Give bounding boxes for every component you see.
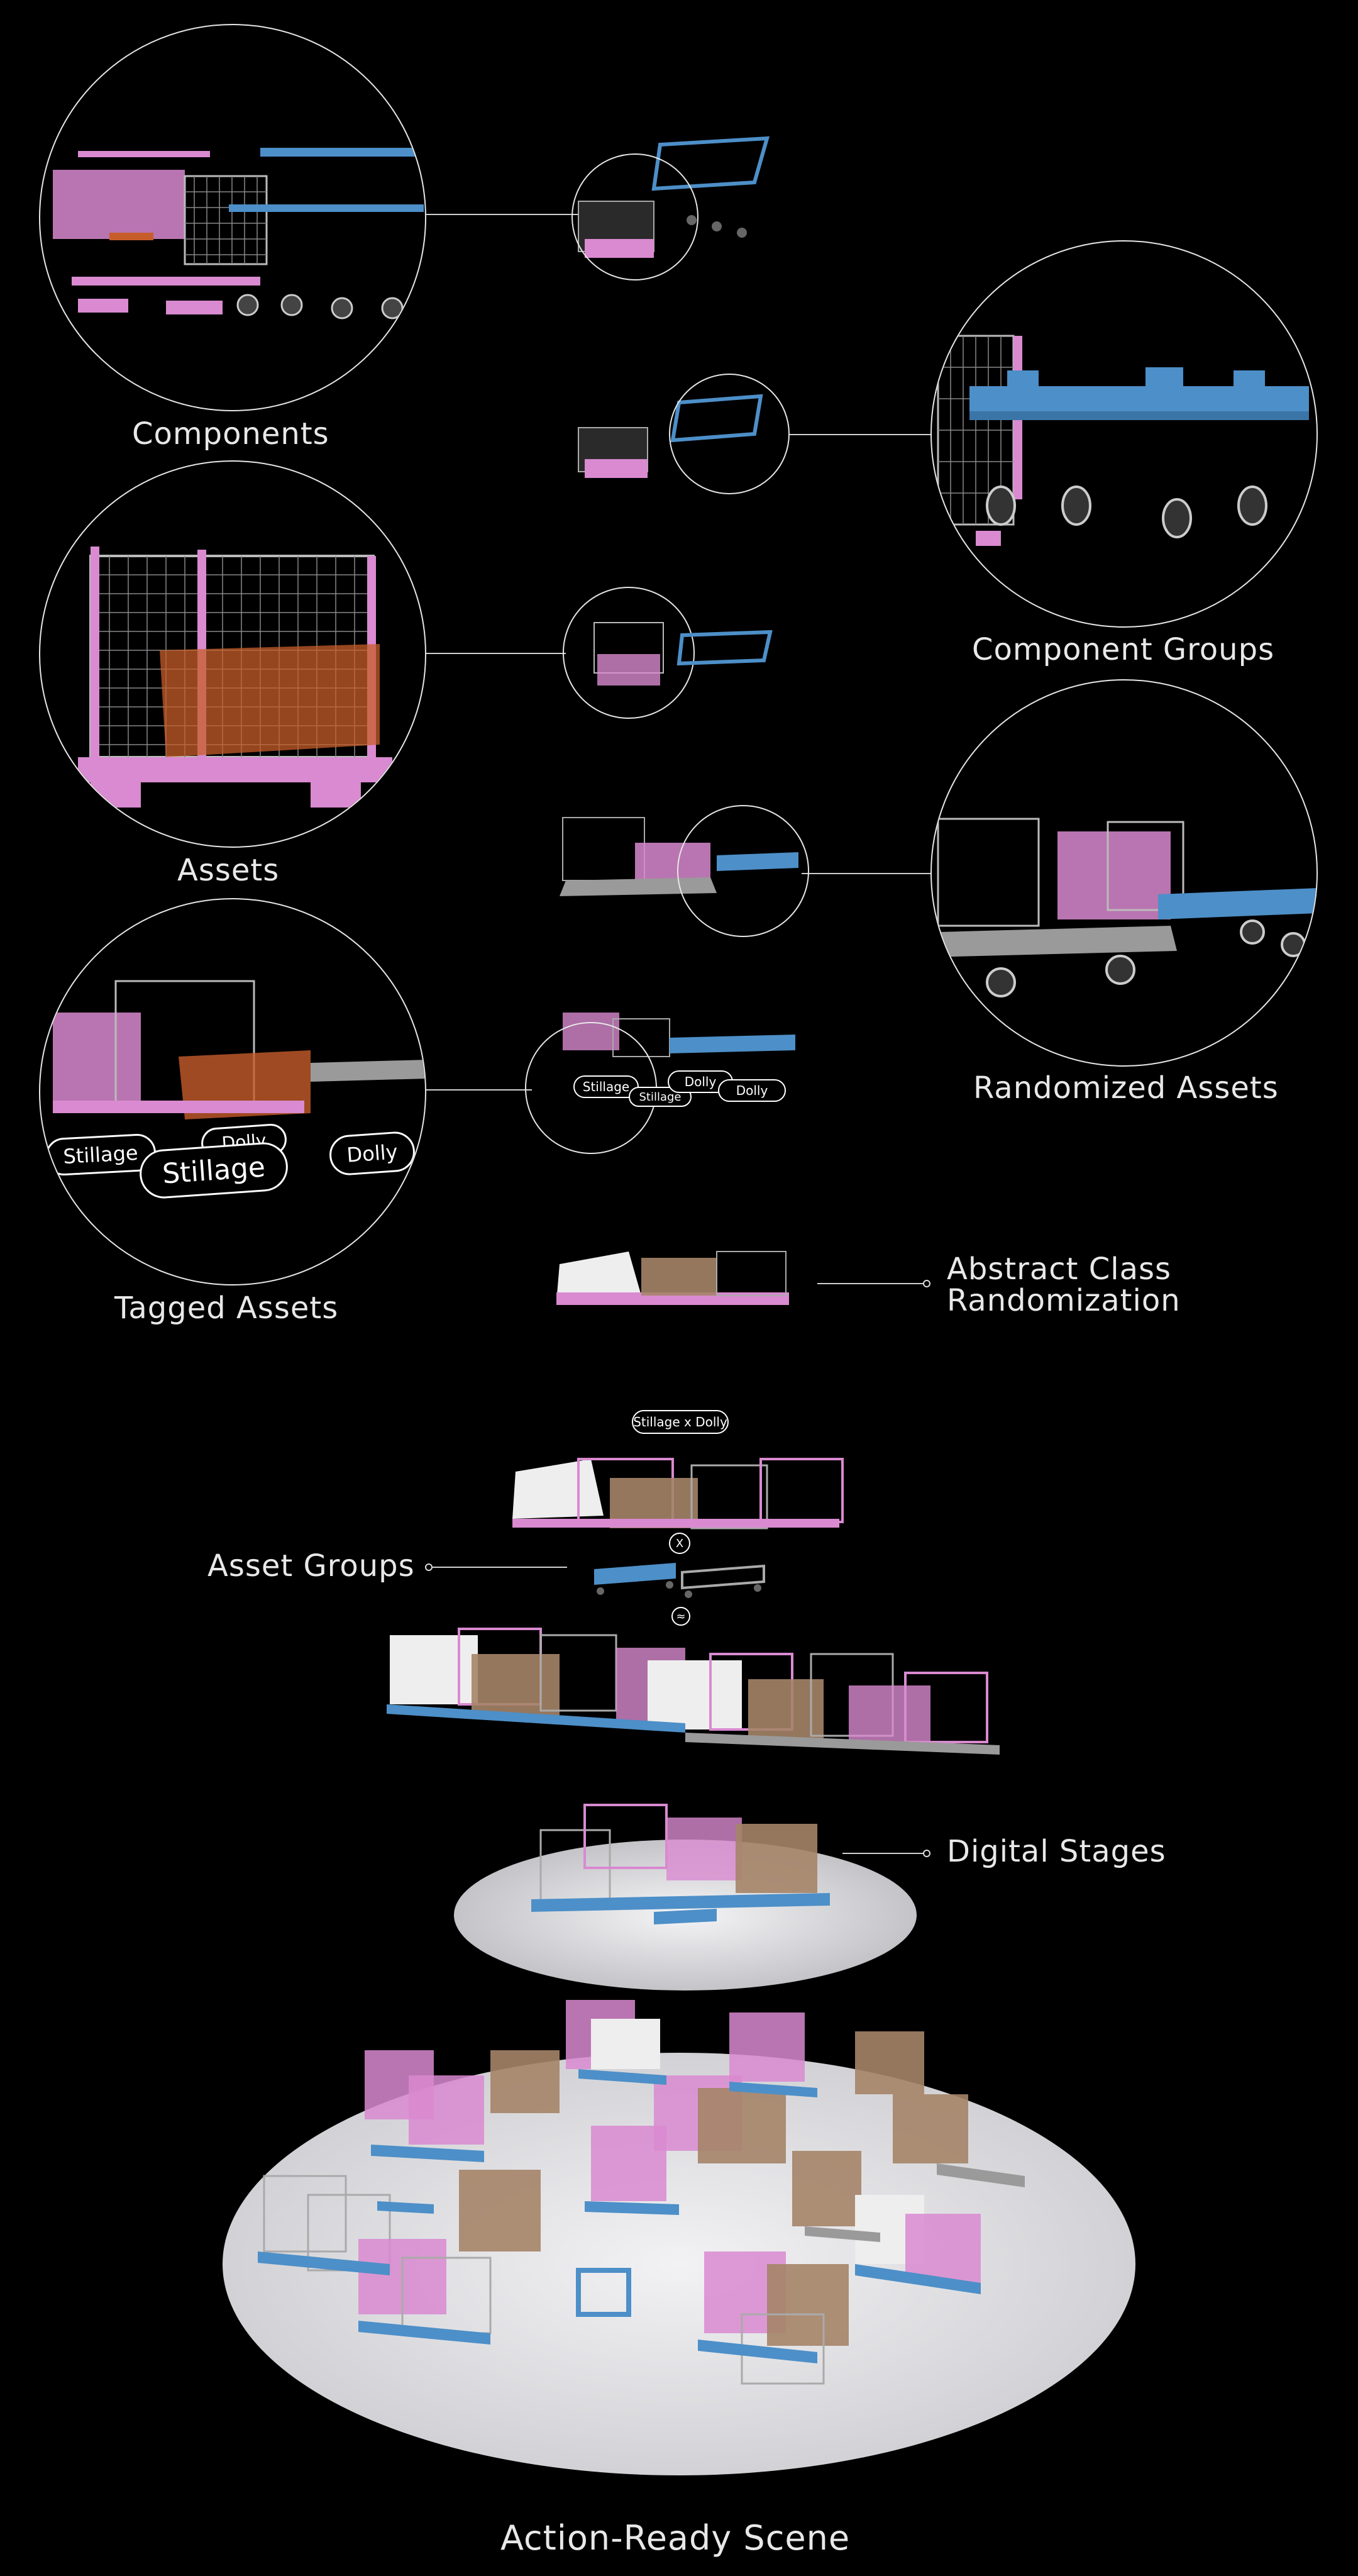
cross-symbol: X [669, 1533, 690, 1554]
randomized-assets-illustration [932, 818, 1317, 997]
component-groups-connector [789, 434, 930, 435]
tagged-assets-illustration [53, 980, 425, 1119]
tagged-assets-zoom-circle: Stillage Dolly Stillage Dolly [39, 898, 426, 1285]
dolly-mini-tag-2: Dolly [718, 1079, 786, 1102]
combined-asset-groups [387, 1628, 1000, 1755]
scene-grey-dollies [805, 2163, 1025, 2242]
stillage-tag-large: Stillage [138, 1140, 290, 1201]
action-ready-scene-label: Action-Ready Scene [500, 2518, 851, 2558]
exploded-components-thumbnail [571, 136, 770, 280]
components-zoom-circle [39, 24, 426, 411]
stillage-mini-tag-2: Stillage [629, 1087, 692, 1107]
stillage-group-row [512, 1458, 844, 1530]
assets-label: Assets [177, 853, 280, 888]
assets-zoom-circle [39, 460, 426, 848]
dolly-tag: Dolly [328, 1130, 417, 1177]
randomized-assets-connector [802, 873, 930, 874]
component-groups-label: Component Groups [972, 632, 1275, 667]
approx-symbol: ≈ [671, 1607, 690, 1626]
randomized-assets-zoom-circle [930, 679, 1318, 1067]
component-groups-zoom-circle [930, 240, 1318, 628]
scene-dollies [258, 2069, 981, 2363]
digital-stages-label: Digital Stages [947, 1834, 1166, 1869]
asset-groups-connector [433, 1567, 567, 1568]
scene-stillages [263, 2000, 981, 2385]
tagged-assets-connector [426, 1089, 532, 1091]
assets-thumbnail [563, 587, 773, 719]
abstract-class-connector-dot [923, 1280, 930, 1287]
asset-groups-connector-dot [425, 1563, 433, 1571]
stillage-asset-illustration [78, 547, 392, 808]
component-groups-thumbnail [578, 374, 790, 494]
digital-stages-connector [842, 1853, 928, 1854]
abstract-class-thumbnail [556, 1251, 789, 1305]
components-label: Components [132, 416, 329, 452]
abstract-class-label-line1: Abstract Class [947, 1252, 1172, 1287]
digital-stages-connector-dot [923, 1850, 930, 1857]
components-connector [426, 214, 615, 215]
stillage-mini-tag: Stillage [573, 1075, 639, 1098]
randomized-assets-thumbnail [560, 805, 809, 937]
dolly-frame-illustration [937, 335, 1309, 546]
action-ready-scene-assets [258, 2000, 1025, 2385]
digital-stage-assets [531, 1804, 830, 1924]
assets-connector [426, 653, 566, 654]
tagged-assets-thumbnail [525, 1013, 795, 1154]
stillage-x-dolly-tag: Stillage x Dolly [632, 1410, 729, 1434]
tagged-assets-label: Tagged Assets [114, 1291, 339, 1326]
abstract-class-label-line2: Randomization [947, 1283, 1181, 1318]
asset-groups-label: Asset Groups [207, 1548, 415, 1584]
dolly-group-row [594, 1563, 765, 1598]
exploded-stillage-illustration [53, 148, 424, 319]
abstract-class-connector [817, 1283, 928, 1284]
randomized-assets-label: Randomized Assets [973, 1070, 1279, 1106]
